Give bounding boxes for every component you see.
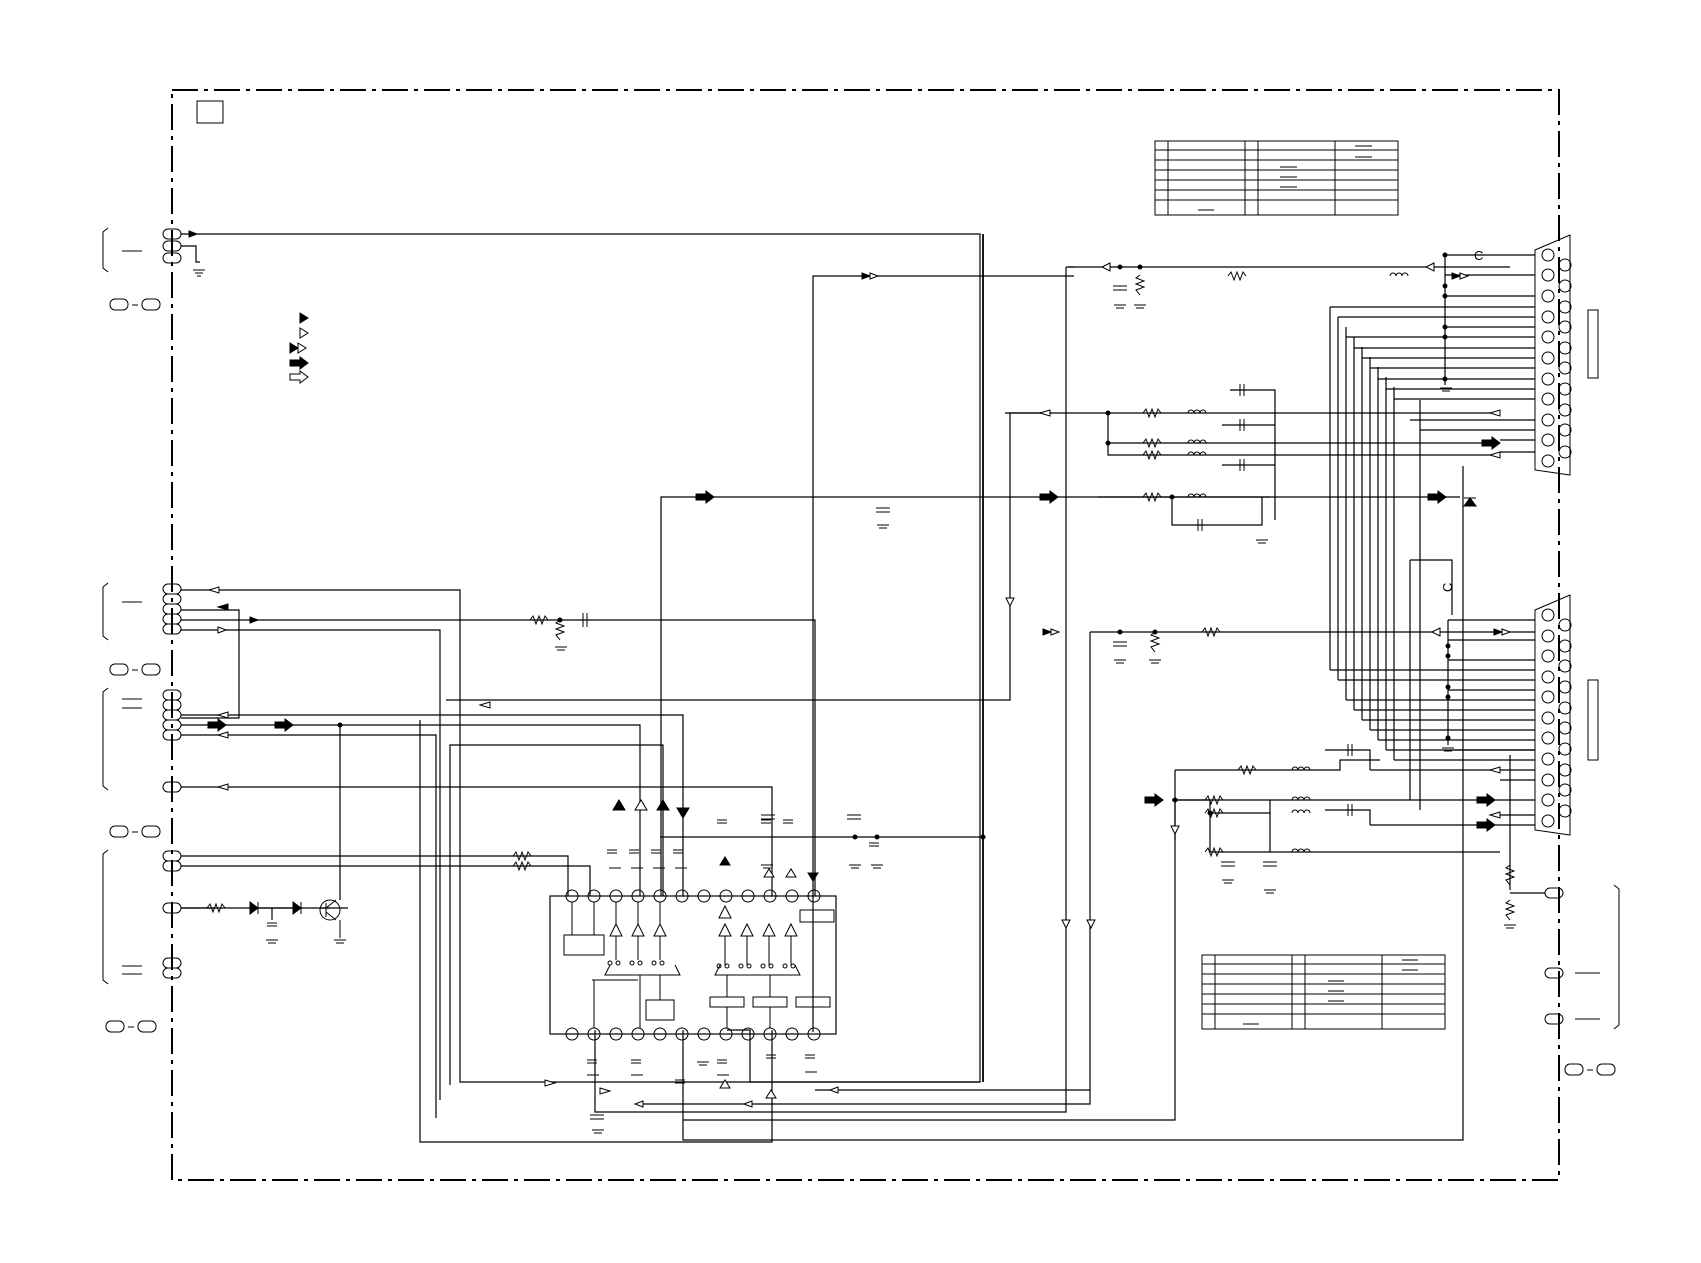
spec-table-bottom (1201, 954, 1446, 1030)
junction-dots (337, 252, 1451, 840)
test-point-pairs (105, 298, 1616, 1076)
ic-internals (563, 902, 835, 1028)
mark-c-top: C (1474, 248, 1483, 263)
scart-connector-bottom (1534, 594, 1599, 836)
spec-table-top (1154, 140, 1399, 216)
board-id-box (196, 100, 224, 124)
signal-arrows (188, 230, 1512, 1108)
ic-switch-dots (607, 960, 796, 969)
electrolytic-caps (587, 819, 879, 1084)
mark-c-mid: C (1440, 583, 1455, 592)
inductors (1187, 272, 1409, 853)
scart-connector-top (1534, 234, 1599, 476)
left-jacks (162, 228, 182, 979)
board-frame (171, 89, 1560, 1181)
left-brackets (102, 227, 142, 985)
signal-legend (289, 312, 309, 384)
resistors (206, 270, 1516, 921)
wiring (181, 233, 1545, 1143)
grounds (193, 269, 1516, 1134)
diodes-transistor (249, 497, 1477, 938)
right-bracket (1575, 884, 1620, 1030)
capacitors (267, 285, 1353, 1120)
ic-pins (565, 889, 821, 1041)
